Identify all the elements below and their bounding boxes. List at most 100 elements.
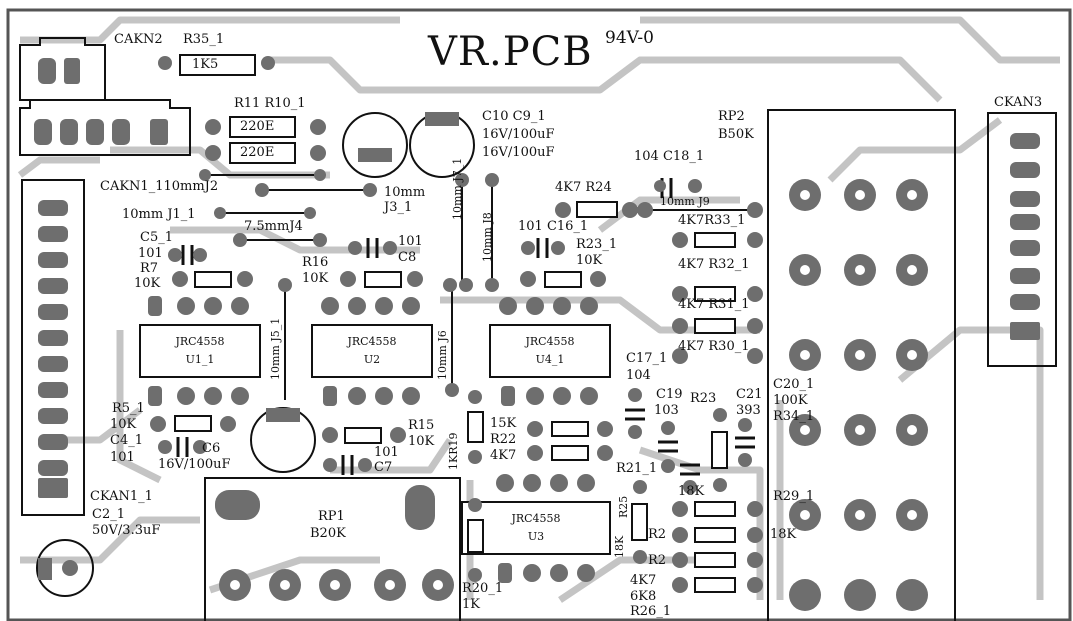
resistor-r23-value: 10K: [576, 253, 603, 268]
resistor-r19-label: 1KR19: [447, 432, 460, 471]
connector-pins: [34, 58, 1040, 498]
jumper-j8-label: 10mm J8: [481, 212, 494, 262]
capacitor-c20-label: C20_1: [773, 377, 815, 392]
resistor-r5-value: 10K: [110, 417, 137, 432]
connector-outlines: [19, 37, 1057, 621]
jumper-j3-length: 10mm: [384, 185, 426, 200]
resistor-r7-value: 10K: [134, 276, 161, 291]
resistor-r15-value: 10K: [408, 434, 435, 449]
capacitor-c17-label: C17_1: [626, 351, 668, 366]
capacitor-c19-label: C19: [656, 387, 683, 402]
resistor-r31-label: 4K7 R31_1: [678, 297, 750, 312]
resistor-r5-label: R5_1: [112, 401, 145, 416]
resistor-4k7-label: 4K7: [630, 573, 657, 588]
resistor-r34-label: R34_1: [773, 409, 815, 424]
capacitor-c7-value: 101: [374, 445, 399, 460]
resistor-r25-value: 18K: [613, 535, 626, 558]
resistor-r2a-label: R2: [648, 527, 667, 542]
capacitor-c6-label: C6: [202, 441, 221, 456]
jumper-j3-label: J3_1: [384, 200, 413, 215]
jumper-j7-label: 10mm J7_1: [451, 157, 464, 220]
resistor-18k-a-label: 18K: [678, 484, 705, 499]
capacitor-c7-label: C7: [374, 460, 393, 475]
chip-u4-part: JRC4558: [525, 335, 575, 348]
capacitor-c6-value: 16V/100uF: [158, 457, 231, 472]
jumper-j4-label: 7.5mmJ4: [244, 219, 303, 234]
pot-rp1-label: RP1: [318, 509, 345, 524]
resistor-r32-label: 4K7 R32_1: [678, 257, 750, 272]
chip-u1-part: JRC4558: [175, 335, 225, 348]
resistor-r24-label: 4K7 R24: [555, 180, 612, 195]
resistor-r7-label: R7: [140, 261, 159, 276]
jumper-lines: [205, 174, 755, 400]
capacitor-c17-value: 104: [626, 368, 651, 383]
connector-ckan1-label: CKAN1_1: [90, 489, 153, 504]
resistor-r29-value: 18K: [770, 527, 797, 542]
resistor-r25-label: R25: [617, 495, 630, 518]
resistor-r20-label: R20_1: [462, 581, 504, 596]
pad-holes: [230, 190, 917, 590]
resistor-r16-value: 10K: [302, 271, 329, 286]
capacitor-c8-value: 101: [398, 234, 423, 249]
chip-u4-ref: U4_1: [535, 353, 565, 366]
cap-hatch: [38, 112, 459, 580]
board-rating: 94V-0: [605, 28, 654, 48]
resistor-r16-label: R16: [302, 255, 329, 270]
pads: [150, 56, 763, 593]
capacitor-c20-value: 100K: [773, 393, 808, 408]
chip-u3-ref: U3: [527, 530, 545, 543]
capacitor-c21-value: 393: [736, 403, 761, 418]
jumper-j2-label: CAKN1_110mmJ2: [100, 179, 219, 194]
resistor-r23b-label: R23: [690, 391, 717, 406]
capacitor-c2-label: C2_1: [92, 507, 125, 522]
chip-pins: [148, 296, 598, 583]
chip-u2-ref: U2: [363, 353, 381, 366]
resistor-r15-label: R15: [408, 418, 435, 433]
capacitor-c10-value: 16V/100uF: [482, 127, 555, 142]
chip-u1-ref: U1_1: [185, 353, 215, 366]
capacitor-c16-label: 101 C16_1: [518, 219, 589, 234]
capacitor-c18-label: 104 C18_1: [634, 149, 705, 164]
pot-rp2-value: B50K: [718, 127, 754, 142]
resistor-r22-alt-value: 4K7: [490, 448, 517, 463]
chip-u2-part: JRC4558: [347, 335, 397, 348]
resistor-r35-label: R35_1: [183, 32, 225, 47]
capacitor-c4-label: C4_1: [110, 433, 143, 448]
capacitor-c2-value: 50V/3.3uF: [92, 523, 161, 538]
jumper-j1-label: 10mm J1_1: [122, 207, 196, 222]
jumper-j6-label: 10mm J6: [436, 330, 449, 380]
jumper-j5-label: 10mm J5_1: [269, 317, 282, 380]
resistor-r26-label: R26_1: [630, 604, 672, 619]
resistor-bodies: [174, 54, 736, 593]
resistor-r10-value: 220E: [240, 145, 275, 160]
resistor-r11-value: 220E: [240, 119, 275, 134]
resistor-r23-label: R23_1: [576, 237, 618, 252]
resistor-r11-r10-label: R11 R10_1: [234, 96, 306, 111]
resistor-r33-label: 4K7R33_1: [678, 213, 746, 228]
resistor-r22-value: 15K: [490, 416, 517, 431]
connector-ckan3-label: CKAN3: [994, 95, 1043, 110]
pot-rp1-value: B20K: [310, 526, 346, 541]
resistor-r30-label: 4K7 R30_1: [678, 339, 750, 354]
capacitor-c21-label: C21: [736, 387, 763, 402]
resistor-r22-label: R22: [490, 432, 517, 447]
chip-outlines: [139, 324, 611, 555]
board-title: VR.PCB: [428, 29, 593, 75]
pot-rp2-label: RP2: [718, 109, 745, 124]
resistor-r35-value: 1K5: [192, 57, 219, 72]
capacitor-c19-value: 103: [654, 403, 679, 418]
capacitor-c4-value: 101: [110, 450, 135, 465]
chip-u3-part: JRC4558: [511, 512, 561, 525]
connector-cakn2-label: CAKN2: [114, 32, 163, 47]
jumper-j9-label: 10mm J9: [660, 195, 710, 208]
capacitor-c5-value: 101: [138, 246, 163, 261]
resistor-r21-label: R21_1: [616, 461, 658, 476]
capacitor-c5-label: C5_1: [140, 230, 173, 245]
board-outline: [6, 8, 1072, 621]
resistor-r29-label: R29_1: [773, 489, 815, 504]
resistor-r2b-label: R2: [648, 553, 667, 568]
resistor-r20-value: 1K: [462, 597, 480, 612]
capacitor-c9-value: 16V/100uF: [482, 145, 555, 160]
